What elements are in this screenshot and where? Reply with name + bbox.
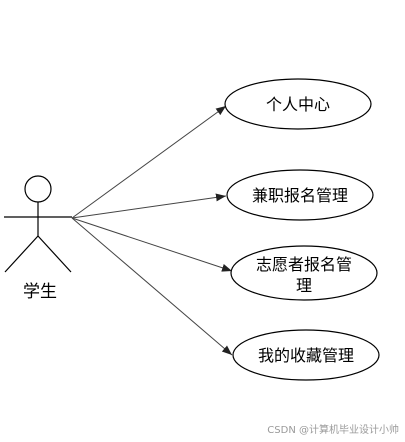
actor-head [24, 175, 52, 203]
use-case-ellipse [232, 329, 380, 381]
watermark-text: CSDN @计算机毕业设计小帅 [267, 425, 399, 436]
association-arrow-3 [71, 217, 233, 272]
use-case-4: 我的收藏管理 [232, 329, 380, 381]
actor-label: 学生 [23, 282, 57, 302]
association-arrow-2 [71, 193, 227, 219]
use-case-3: 志愿者报名管 理 [230, 245, 378, 301]
use-case-2: 兼职报名管理 [226, 169, 374, 221]
actor-left-leg [4, 235, 39, 273]
association-arrow-1 [71, 105, 227, 219]
use-case-label: 兼职报名管理 [252, 186, 348, 205]
use-case-ellipse [226, 169, 374, 221]
association-arrow-4 [71, 217, 233, 356]
associations [71, 105, 233, 356]
use-case-ellipse [230, 245, 378, 301]
use-case-1: 个人中心 [224, 78, 372, 130]
use-case-label-line-1: 志愿者报名管 [256, 255, 352, 274]
use-case-label: 我的收藏管理 [258, 346, 354, 365]
use-case-ellipse [224, 78, 372, 130]
actor-student: 学生 [4, 175, 72, 302]
actor-right-leg [37, 235, 72, 273]
use-case-label: 个人中心 [266, 95, 330, 114]
use-case-label-line-2: 理 [296, 276, 312, 295]
